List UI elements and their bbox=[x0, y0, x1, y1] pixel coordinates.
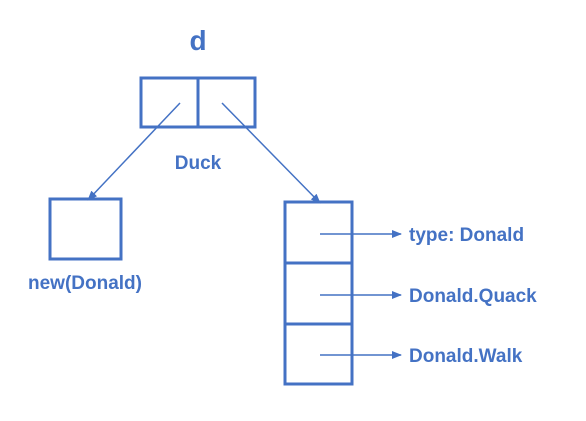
interface-type-label: Duck bbox=[175, 153, 222, 174]
method-table bbox=[283, 200, 354, 386]
type-word-cell bbox=[139, 76, 200, 129]
quack-field-label: Donald.Quack bbox=[409, 286, 537, 307]
type-field-label: type: Donald bbox=[409, 225, 524, 246]
variable-name-label: d bbox=[189, 25, 206, 56]
method-table-cell-type bbox=[283, 200, 354, 265]
concrete-value-label: new(Donald) bbox=[28, 273, 142, 294]
method-table-cell-quack bbox=[283, 261, 354, 326]
walk-field-label: Donald.Walk bbox=[409, 346, 523, 367]
interface-value-box bbox=[139, 76, 257, 129]
concrete-value-box bbox=[48, 197, 123, 261]
itab-pointer-arrow bbox=[221, 102, 321, 204]
data-pointer-arrow bbox=[87, 102, 181, 201]
data-word-cell bbox=[196, 76, 257, 129]
method-table-cell-walk bbox=[283, 322, 354, 386]
